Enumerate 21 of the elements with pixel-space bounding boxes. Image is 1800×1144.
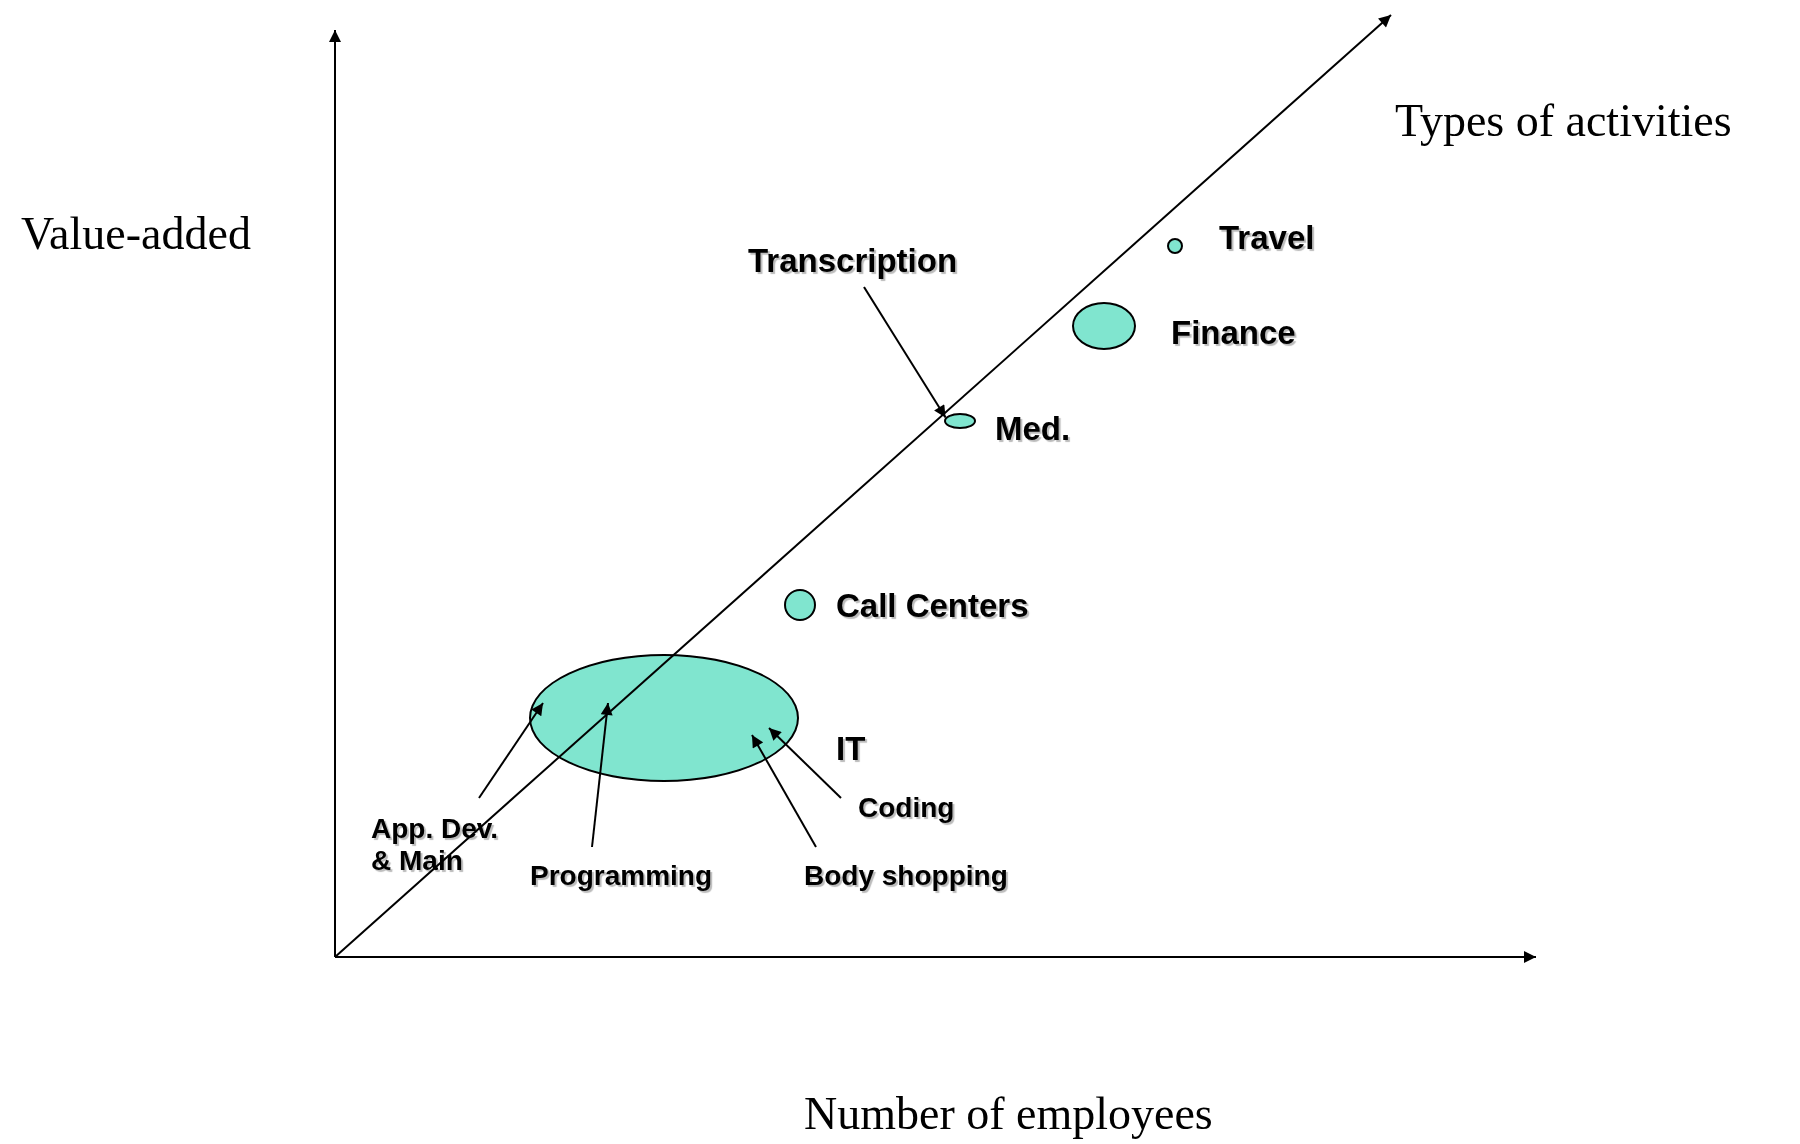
axis-title: Number of employees — [804, 1086, 1213, 1140]
leader-line — [591, 702, 613, 848]
callout-label: Body shopping — [804, 859, 1008, 893]
leader-line — [863, 286, 947, 419]
axis-title: Value-added — [21, 206, 251, 260]
ellipse-marker — [784, 589, 816, 621]
ellipse-marker — [1072, 302, 1136, 350]
leader-line — [478, 702, 544, 799]
callout-label: Transcription — [748, 242, 958, 280]
callout-label: Programming — [530, 859, 713, 893]
axis-title: Types of activities — [1395, 93, 1732, 147]
category-label: Call Centers — [836, 587, 1029, 625]
leader-line — [768, 727, 842, 799]
category-label: IT — [836, 730, 866, 768]
ellipse-marker — [944, 413, 976, 429]
callout-label: Coding — [858, 791, 955, 825]
ellipse-marker — [1167, 238, 1183, 254]
leader-line — [751, 734, 817, 848]
category-label: Med. — [995, 410, 1071, 448]
category-label: Finance — [1171, 314, 1296, 352]
category-label: Travel — [1219, 219, 1315, 257]
